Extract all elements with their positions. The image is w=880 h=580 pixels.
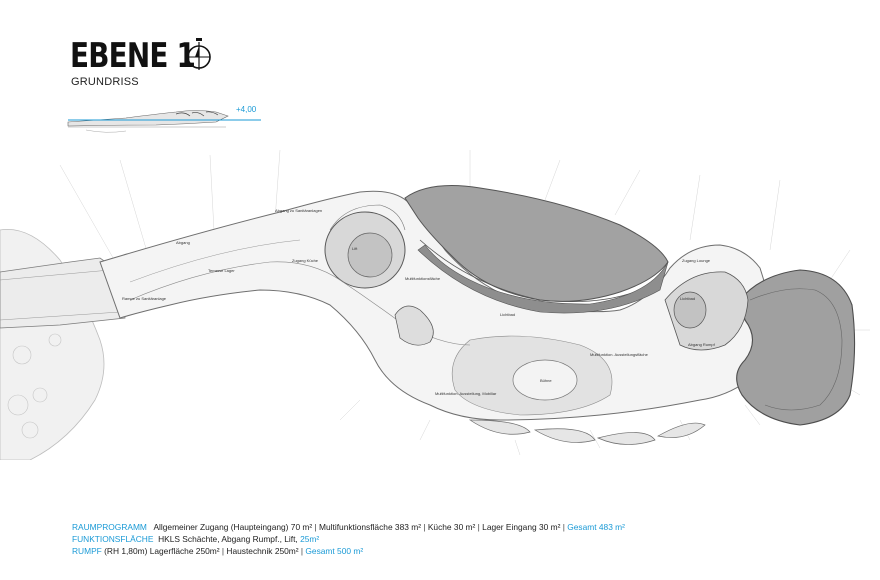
legend-row-funktionsflaeche: FUNKTIONSFLÄCHE HKLS Schächte, Abgang Ru… bbox=[72, 533, 625, 545]
legend-item: Lager Eingang 30 m² bbox=[482, 522, 561, 532]
svg-text:Lichtbad: Lichtbad bbox=[680, 296, 695, 301]
legend-label-funktionsflaeche: FUNKTIONSFLÄCHE bbox=[72, 534, 154, 544]
roof-band bbox=[417, 244, 669, 314]
legend-total-rumpf: Gesamt 500 m² bbox=[305, 546, 364, 556]
lower-scallops bbox=[468, 419, 706, 445]
svg-text:Lift: Lift bbox=[352, 246, 358, 251]
legend-row-rumpf: RUMPF (RH 1,80m) Lagerfläche 250m² | Hau… bbox=[72, 546, 364, 556]
room-ellipse bbox=[512, 359, 578, 401]
svg-text:Abgang zu Sanitäranlagen: Abgang zu Sanitäranlagen bbox=[275, 208, 322, 213]
section-thumbnail bbox=[67, 110, 261, 133]
svg-text:Bühne: Bühne bbox=[540, 378, 552, 383]
level-marker: +4,00 bbox=[236, 105, 257, 114]
legend-text-rumpf-2: Haustechnik 250m² bbox=[226, 546, 299, 556]
svg-text:Zugang Lounge: Zugang Lounge bbox=[682, 258, 711, 263]
legend-total-funktionsflaeche: 25m² bbox=[300, 534, 320, 544]
tail-lobe bbox=[736, 269, 856, 426]
legend-total-raumprogramm: Gesamt 483 m² bbox=[567, 522, 625, 532]
legend-item: Allgemeiner Zugang (Haupteingang) 70 m² bbox=[153, 522, 313, 532]
svg-text:Lichtbad: Lichtbad bbox=[500, 312, 515, 317]
svg-text:Abgang: Abgang bbox=[176, 240, 190, 245]
page-subtitle: GRUNDRISS bbox=[71, 76, 139, 88]
legend-item: Multifunktionsfläche 383 m² bbox=[319, 522, 421, 532]
legend-text-rumpf: (RH 1,80m) Lagerfläche 250m² bbox=[104, 546, 220, 556]
page-title: EBENE 1 bbox=[70, 36, 196, 76]
north-arrow-icon bbox=[187, 38, 211, 70]
svg-text:Multifunktionsfläche: Multifunktionsfläche bbox=[405, 276, 441, 281]
roof-dark bbox=[404, 185, 669, 302]
floor-plan: Abgang zu Sanitäranlagen Abgang Terrasse… bbox=[0, 149, 870, 460]
svg-text:Abgang Rumpf: Abgang Rumpf bbox=[688, 342, 716, 347]
legend-row-raumprogramm: RAUMPROGRAMM Allgemeiner Zugang (Hauptei… bbox=[72, 522, 625, 532]
legend-label-rumpf: RUMPF bbox=[72, 546, 102, 556]
legend-label-raumprogramm: RAUMPROGRAMM bbox=[72, 522, 147, 532]
legend-text-funktionsflaeche: HKLS Schächte, Abgang Rumpf., Lift, bbox=[158, 534, 298, 544]
area-legend: RAUMPROGRAMM Allgemeiner Zugang (Hauptei… bbox=[72, 521, 625, 557]
svg-text:Zugang Küche: Zugang Küche bbox=[292, 258, 319, 263]
svg-text:Multifunktion. Ausstellungsflä: Multifunktion. Ausstellungsfläche bbox=[590, 352, 649, 357]
svg-text:Rampe zu Sanitäranlage: Rampe zu Sanitäranlage bbox=[122, 296, 167, 301]
legend-item: Küche 30 m² bbox=[427, 522, 476, 532]
svg-text:Terrasse Lager: Terrasse Lager bbox=[208, 268, 235, 273]
svg-text:Multifunktion. Ausstellung, Mo: Multifunktion. Ausstellung, Mobiliar bbox=[435, 391, 497, 396]
